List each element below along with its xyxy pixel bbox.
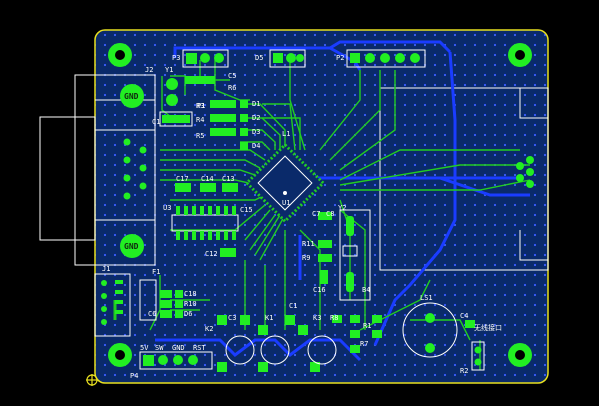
label-J2: J2 [145, 66, 153, 74]
label-P4: P4 [130, 372, 138, 380]
label-C7: C7 [312, 210, 320, 218]
label-P3: P3 [172, 54, 180, 62]
label-GND-P4: GND [172, 344, 185, 352]
label-J1: J1 [102, 265, 110, 273]
label-Y2: Y2 [338, 204, 346, 212]
label-C12: C12 [205, 250, 218, 258]
label-C1-bot: C1 [289, 302, 297, 310]
resistors-r8-r1-r7[interactable] [332, 315, 382, 353]
label-K2: K2 [205, 325, 213, 333]
header-p3[interactable] [182, 49, 229, 68]
label-R2: R2 [460, 367, 468, 375]
label-C17: C17 [176, 175, 189, 183]
label-R9: R9 [302, 254, 310, 262]
label-R11: R11 [302, 240, 315, 248]
crystal-y1[interactable] [166, 76, 215, 106]
wireless-interface-pads[interactable] [465, 320, 485, 371]
f1-passives[interactable] [139, 279, 183, 321]
label-R1: R1 [363, 322, 371, 330]
label-U3: U3 [163, 204, 171, 212]
label-D3: D3 [252, 128, 260, 136]
ic-u3[interactable] [171, 206, 239, 240]
label-C16: C16 [313, 286, 326, 294]
label-C4: C4 [460, 312, 468, 320]
db9-connector-outline [39, 74, 156, 266]
mounting-hole-tl [108, 43, 132, 67]
gnd-label-bottom: GND [124, 242, 139, 251]
gnd-pad-top [120, 84, 144, 108]
label-C13: C13 [222, 175, 235, 183]
label-R3: R3 [196, 102, 204, 110]
label-C5: C5 [228, 72, 236, 80]
label-D1: D1 [252, 100, 260, 108]
label-C6: C6 [148, 310, 156, 318]
label-U1: U1 [282, 199, 290, 207]
label-Y1: Y1 [165, 66, 173, 74]
label-F1: F1 [152, 268, 160, 276]
header-p4[interactable] [139, 351, 213, 370]
y2-passives[interactable] [318, 212, 332, 284]
label-D6: D6 [184, 310, 192, 318]
label-R10: R10 [184, 300, 197, 308]
buzzer-ls1[interactable] [402, 302, 458, 358]
crystal-y2[interactable] [339, 209, 371, 301]
label-D4: D4 [252, 142, 260, 150]
label-C8: C8 [326, 210, 334, 218]
label-K3: K3 [313, 314, 321, 322]
bottom-layer-traces [155, 40, 530, 362]
header-p2[interactable] [346, 49, 426, 68]
board-fill [95, 30, 548, 383]
label-P2: P2 [336, 54, 344, 62]
origin-marker-icon [86, 374, 98, 386]
label-SW: SW [155, 344, 164, 352]
label-5V: 5V [140, 344, 149, 352]
label-RST: RST [193, 344, 206, 352]
led-resistor-array[interactable] [210, 100, 248, 150]
label-D5: D5 [255, 54, 263, 62]
label-R5: R5 [196, 132, 204, 140]
header-d5[interactable] [269, 49, 306, 68]
gnd-pad-bottom [120, 234, 144, 258]
label-K1: K1 [265, 314, 273, 322]
switch-k2[interactable] [217, 315, 255, 372]
label-C1-top: C1 [152, 118, 160, 126]
label-B4: B4 [362, 286, 370, 294]
switch-k1[interactable] [258, 325, 290, 372]
label-R4: R4 [196, 116, 204, 124]
label-L1: L1 [282, 130, 290, 138]
cap-row[interactable] [175, 183, 238, 192]
right-connector-outline [379, 87, 549, 271]
mounting-hole-tr [508, 43, 532, 67]
label-P1: P1 [197, 102, 205, 110]
mounting-hole-br [508, 343, 532, 367]
connector-j1[interactable] [94, 273, 131, 337]
gnd-label-top: GND [124, 92, 139, 101]
label-R8: R8 [330, 314, 338, 322]
right-edge-pads[interactable] [516, 156, 534, 188]
label-D2: D2 [252, 114, 260, 122]
db9-pins [123, 138, 147, 200]
mounting-hole-bl [108, 343, 132, 367]
label-LS1: LS1 [420, 294, 433, 302]
switch-k3[interactable] [285, 315, 337, 372]
label-C3: C3 [228, 314, 236, 322]
label-R7: R7 [360, 340, 368, 348]
label-C18: C18 [184, 290, 197, 298]
right-connector-inner [519, 88, 548, 261]
label-C14: C14 [201, 175, 214, 183]
mcu-u1[interactable] [244, 142, 326, 224]
label-C15: C15 [240, 206, 253, 214]
cap-c12[interactable] [220, 248, 236, 257]
label-buzzer: 无线接口 [474, 323, 502, 332]
ic-c1-area[interactable] [159, 111, 193, 127]
label-R6: R6 [228, 84, 236, 92]
